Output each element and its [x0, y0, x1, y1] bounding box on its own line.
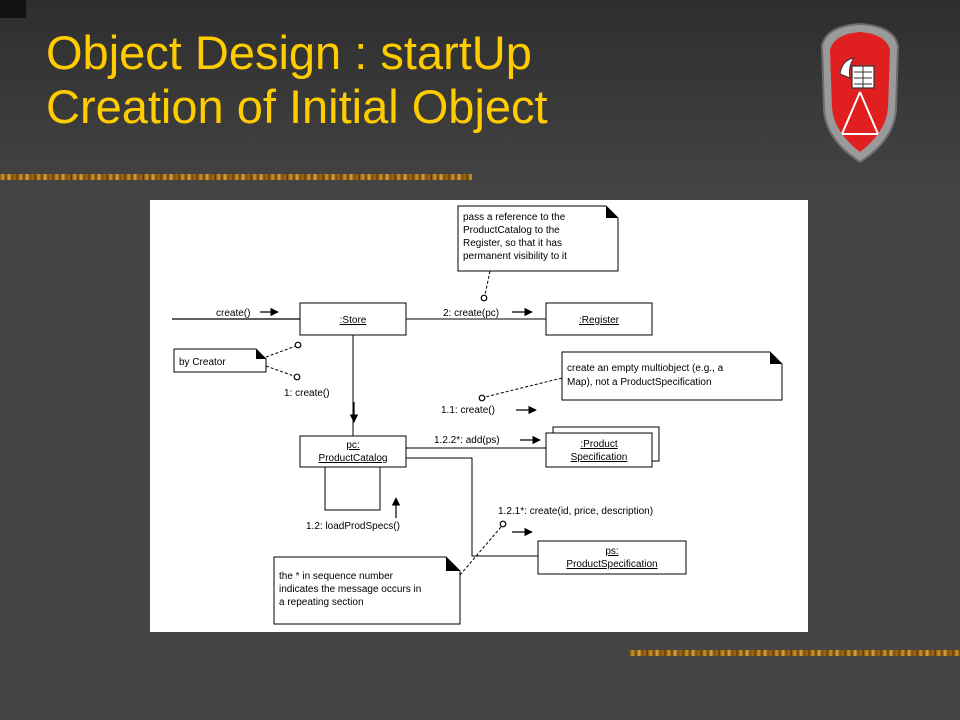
title-divider	[0, 174, 472, 180]
msg-1-2-load: 1.2: loadProdSpecs()	[306, 521, 400, 532]
note-repeat: the * in sequence number indicates the m…	[273, 556, 461, 625]
note-creator-anchor-2	[265, 365, 295, 377]
slide-title-line-2: Creation of Initial Object	[46, 80, 548, 133]
title-background	[0, 0, 960, 200]
spec-label-line-1: ps:	[605, 546, 618, 557]
footer-divider	[630, 650, 960, 656]
note-multiobject-anchor	[484, 377, 563, 398]
catalog-label-line-1: pc:	[346, 440, 359, 451]
note-reference-line-1: pass a reference to the	[463, 212, 566, 223]
collaboration-diagram: :Store :Register pc: ProductCatalog :Pro…	[150, 200, 808, 632]
msg-1-create: 1: create()	[284, 388, 330, 399]
note-reference-anchor-dot	[480, 294, 488, 302]
note-creator-anchor-1	[265, 345, 297, 358]
multiobject-label-line-2: Specification	[571, 452, 628, 463]
msg-1-2-2-add: 1.2.2*: add(ps)	[434, 435, 500, 446]
spec-label-line-2: ProductSpecification	[566, 559, 657, 570]
catalog-label-line-2: ProductCatalog	[319, 453, 388, 464]
corner-mark	[0, 0, 26, 18]
shield-crest-icon	[820, 22, 900, 164]
product-spec-multiobject: :Product Specification	[545, 426, 660, 468]
note-reference-line-2: ProductCatalog to the	[463, 225, 560, 236]
store-object: :Store	[299, 302, 407, 336]
note-repeat-anchor-dot	[499, 520, 507, 528]
msg-1-1-create: 1.1: create()	[441, 405, 495, 416]
catalog-spec-link	[406, 457, 538, 557]
catalog-self-link	[324, 467, 381, 511]
msg-1-2-1-create: 1.2.1*: create(id, price, description)	[498, 506, 653, 517]
note-repeat-line-3: a repeating section	[279, 597, 364, 608]
note-repeat-line-2: indicates the message occurs in	[279, 584, 421, 595]
note-reference-line-4: permanent visibility to it	[463, 251, 567, 262]
note-creator-anchor-dot-1	[294, 341, 302, 349]
slide-title: Object Design : startUp Creation of Init…	[46, 26, 548, 134]
note-creator: by Creator	[173, 348, 267, 373]
note-creator-text: by Creator	[179, 357, 226, 368]
note-reference-line-3: Register, so that it has	[463, 238, 562, 249]
diagram-canvas: :Store :Register pc: ProductCatalog :Pro…	[172, 205, 783, 625]
product-spec-object: ps: ProductSpecification	[537, 540, 687, 575]
register-object: :Register	[545, 302, 653, 336]
note-reference-anchor	[484, 270, 491, 296]
store-label: :Store	[340, 315, 367, 326]
msg-create: create()	[216, 308, 250, 319]
note-multiobject-anchor-dot	[478, 394, 486, 402]
note-reference: pass a reference to the ProductCatalog t…	[457, 205, 619, 272]
note-multiobject: create an empty multiobject (e.g., a Map…	[561, 351, 783, 401]
note-multiobject-line-2: Map), not a ProductSpecification	[567, 377, 712, 388]
note-creator-anchor-dot-2	[293, 373, 301, 381]
slide-title-line-1: Object Design : startUp	[46, 26, 532, 79]
msg-create-pc: 2: create(pc)	[443, 308, 499, 319]
note-multiobject-line-1: create an empty multiobject (e.g., a	[567, 363, 724, 374]
multiobject-label-line-1: :Product	[580, 439, 617, 450]
note-repeat-line-1: the * in sequence number	[279, 571, 394, 582]
catalog-object: pc: ProductCatalog	[299, 435, 407, 468]
register-label: :Register	[579, 315, 620, 326]
note-repeat-anchor	[459, 526, 502, 576]
